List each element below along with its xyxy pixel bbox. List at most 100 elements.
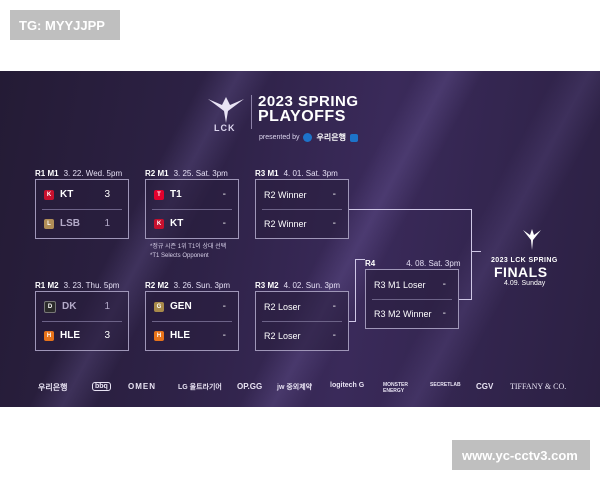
bracket-line-r3m2-out <box>349 321 355 322</box>
r4-round: R4 <box>365 259 376 268</box>
r1m1-team1-score: 3 <box>104 189 110 200</box>
r3m1-slot2-row: R2 Winner - <box>256 209 348 238</box>
watermark-top: TG: MYYJJPP <box>10 10 120 40</box>
r4-slot2-row: R3 M2 Winner - <box>366 299 458 328</box>
r3m1-slot1-row: R2 Winner - <box>256 180 348 209</box>
r4-slot1-score: - <box>442 279 446 290</box>
r1m2-team2-score: 3 <box>104 330 110 341</box>
r3m1-round: R3 M1 <box>255 169 279 178</box>
card-divider <box>152 321 232 322</box>
sponsor-strip: 우리은행 bbq OMEN LG 울트라기어 OP.GG jw 중외제약 log… <box>0 382 600 398</box>
title-line2: PLAYOFFS <box>258 108 346 125</box>
r1m1-team1-row: K KT 3 <box>36 180 128 209</box>
r1m2-team1-row: D DK 1 <box>36 292 128 321</box>
bracket-line-finals <box>471 251 481 252</box>
r2m2-team2-name: HLE <box>170 330 190 341</box>
playoffs-banner: LCK 2023 SPRING PLAYOFFS presented by 우리… <box>0 71 600 407</box>
bracket-line-r4-in <box>355 259 365 260</box>
card-divider <box>372 299 452 300</box>
bracket-line-r4-vertical-up <box>471 251 472 300</box>
r1m2-team2-row: H HLE 3 <box>36 321 128 350</box>
r3m1-slot1-name: R2 Winner <box>264 189 307 200</box>
bracket-line-r3m1-out <box>349 209 472 210</box>
r1m1-team2-score: 1 <box>104 218 110 229</box>
card-divider <box>42 321 122 322</box>
r3m1-card[interactable]: R2 Winner - R2 Winner - <box>255 179 349 239</box>
r1m2-team1-score: 1 <box>104 301 110 312</box>
r4-slot1-row: R3 M1 Loser - <box>366 270 458 299</box>
r3m2-card[interactable]: R2 Loser - R2 Loser - <box>255 291 349 351</box>
bracket-line-r4-vertical <box>355 259 356 322</box>
r3m2-slot2-name: R2 Loser <box>264 330 301 341</box>
r3m2-slot2-row: R2 Loser - <box>256 321 348 350</box>
title-line1: 2023 SPRING <box>258 93 359 110</box>
card-divider <box>152 209 232 210</box>
r2m1-label: R2 M1 3. 25. Sat. 3pm <box>145 169 228 178</box>
r3m1-date: 4. 01. Sat. 3pm <box>283 169 338 178</box>
lsb-logo-icon: L <box>44 218 54 229</box>
presented-by: presented by 우리은행 <box>259 132 358 143</box>
woori-badge-icon <box>349 133 358 142</box>
r1m1-card[interactable]: K KT 3 L LSB 1 <box>35 179 129 239</box>
r1m2-team2-name: HLE <box>60 330 80 341</box>
r1m1-round: R1 M1 <box>35 169 59 178</box>
r4-slot2-name: R3 M2 Winner <box>374 308 432 319</box>
r4-slot1-name: R3 M1 Loser <box>374 279 426 290</box>
hle-logo-icon: H <box>44 330 54 341</box>
r3m2-slot1-score: - <box>332 301 336 312</box>
r2m2-round: R2 M2 <box>145 281 169 290</box>
card-divider <box>262 321 342 322</box>
r2m1-team2-score: - <box>222 218 226 229</box>
header-divider <box>251 95 252 129</box>
finals-date: 4.09. Sunday <box>504 280 546 287</box>
watermark-bottom: www.yc-cctv3.com <box>452 440 590 470</box>
finals-title: FINALS <box>494 264 548 280</box>
sponsor-bbq: bbq <box>92 382 111 391</box>
sponsor-jw: jw 중외제약 <box>277 384 313 391</box>
kt-logo-icon: K <box>154 218 164 229</box>
dk-logo-icon: D <box>44 300 56 313</box>
sponsor-woori: 우리은행 <box>38 383 68 392</box>
gen-logo-icon: G <box>154 301 164 312</box>
r2m2-team2-row: H HLE - <box>146 321 238 350</box>
r3m1-slot2-score: - <box>332 218 336 229</box>
bracket-line-vertical <box>471 209 472 251</box>
sponsor-tiffany: TIFFANY & CO. <box>510 382 567 391</box>
r3m2-round: R3 M2 <box>255 281 279 290</box>
r1m2-team1-name: DK <box>62 301 77 312</box>
sponsor-secretlab: SECRETLAB <box>430 382 461 388</box>
presented-by-text: presented by <box>259 134 300 141</box>
lck-wings-logo <box>208 97 244 123</box>
woori-bank-name: 우리은행 <box>316 133 346 142</box>
sponsor-logitech: logitech G <box>330 382 365 389</box>
r3m1-label: R3 M1 4. 01. Sat. 3pm <box>255 169 338 178</box>
r3m2-slot2-score: - <box>332 330 336 341</box>
r1m1-team2-row: L LSB 1 <box>36 209 128 238</box>
r3m1-slot2-name: R2 Winner <box>264 218 307 229</box>
r2m2-team2-score: - <box>222 330 226 341</box>
trophy-icon <box>523 229 541 250</box>
r4-slot2-score: - <box>442 308 446 319</box>
r2m2-card[interactable]: G GEN - H HLE - <box>145 291 239 351</box>
r2m1-team1-name: T1 <box>170 189 182 200</box>
r2m2-team1-name: GEN <box>170 301 192 312</box>
r3m2-slot1-row: R2 Loser - <box>256 292 348 321</box>
r2m2-team1-row: G GEN - <box>146 292 238 321</box>
r2m1-team2-name: KT <box>170 218 184 229</box>
bracket-line-r4-out <box>459 299 472 300</box>
kt-logo-icon: K <box>44 189 54 200</box>
note-korean: *정규 시즌 1위 T1이 상대 선택 <box>150 244 227 250</box>
r1m1-team1-name: KT <box>60 189 74 200</box>
r1m2-card[interactable]: D DK 1 H HLE 3 <box>35 291 129 351</box>
r2m2-team1-score: - <box>222 301 226 312</box>
r2m1-round: R2 M1 <box>145 169 169 178</box>
r4-card[interactable]: R3 M1 Loser - R3 M2 Winner - <box>365 269 459 329</box>
r3m2-slot1-name: R2 Loser <box>264 301 301 312</box>
t1-logo-icon: T <box>154 189 164 200</box>
r2m1-date: 3. 25. Sat. 3pm <box>173 169 228 178</box>
sponsor-omen: OMEN <box>128 382 156 391</box>
r2m1-card[interactable]: T T1 - K KT - <box>145 179 239 239</box>
